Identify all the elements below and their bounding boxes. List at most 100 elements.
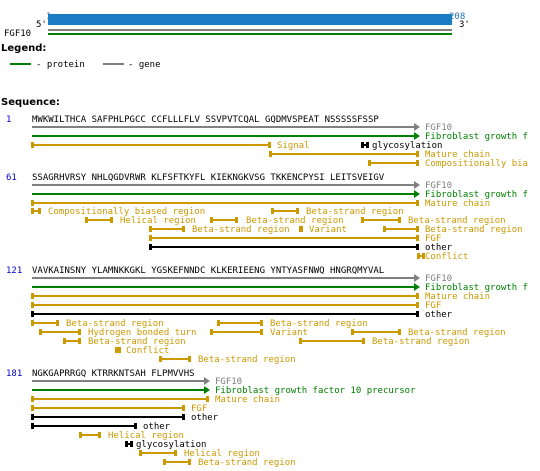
- track-feature[interactable]: Conflict: [417, 252, 468, 262]
- track-start-cap: [31, 414, 34, 420]
- track-end-cap: [398, 329, 401, 335]
- track-feature[interactable]: Beta-strand region: [217, 319, 368, 329]
- row-sequence: SSAGRHVRSY NHLQGDVRWR KLFSFTKYFL KIEKNGK…: [32, 173, 385, 183]
- track-feature[interactable]: Signal: [31, 141, 310, 151]
- track-feature[interactable]: Compositionally bia: [368, 159, 528, 169]
- track-label: Beta-strand region: [408, 328, 506, 338]
- track-end-cap: [268, 142, 271, 148]
- track-protein[interactable]: Fibroblast growth f: [32, 190, 528, 200]
- track-label: Beta-strand region: [192, 225, 290, 235]
- row-position: 61: [6, 173, 17, 183]
- track-other[interactable]: other: [31, 413, 219, 423]
- track-feature[interactable]: Helical region: [139, 449, 260, 459]
- track-protein[interactable]: Fibroblast growth f: [32, 132, 528, 142]
- track-other[interactable]: other: [31, 422, 171, 432]
- track-end-cap: [260, 329, 263, 335]
- track-end-cap: [416, 200, 419, 206]
- track-protein[interactable]: Fibroblast growth f: [32, 283, 528, 293]
- track-protein[interactable]: Fibroblast growth factor 10 precursor: [32, 386, 416, 396]
- track-end-cap: [422, 253, 425, 259]
- track-start-cap: [39, 329, 42, 335]
- track-feature[interactable]: Variant: [210, 328, 308, 338]
- track-label: Fibroblast growth factor 10 precursor: [215, 386, 416, 396]
- track-end-cap: [56, 320, 59, 326]
- track-start-cap: [210, 329, 213, 335]
- track-end-cap: [188, 356, 191, 362]
- track-start-cap: [149, 226, 152, 232]
- track-gene[interactable]: FGF10: [32, 377, 242, 387]
- track-other[interactable]: glycosylation: [361, 141, 442, 151]
- track-start-cap: [31, 311, 34, 317]
- track-feature[interactable]: Beta-strand region: [163, 458, 296, 468]
- track-label: other: [191, 413, 219, 423]
- track-label: glycosylation: [372, 141, 442, 151]
- track-feature[interactable]: FGF: [31, 404, 207, 414]
- track-label: Mature chain: [215, 395, 280, 405]
- track-label: FGF: [191, 404, 207, 414]
- track-label: other: [425, 243, 453, 253]
- track-feature[interactable]: Beta-strand region: [299, 337, 470, 347]
- track-end-cap: [416, 244, 419, 250]
- track-start-cap: [368, 160, 371, 166]
- track-end-cap: [398, 217, 401, 223]
- track-label: Compositionally biased region: [48, 207, 205, 217]
- track-start-cap: [351, 329, 354, 335]
- track-start-cap: [79, 432, 82, 438]
- track-feature[interactable]: Mature chain: [31, 292, 490, 302]
- track-feature[interactable]: Conflict: [115, 346, 169, 356]
- track-other[interactable]: other: [149, 243, 453, 253]
- track-gene[interactable]: FGF10: [32, 181, 452, 191]
- track-feature[interactable]: Beta-strand region: [383, 225, 523, 235]
- track-label: Mature chain: [425, 199, 490, 209]
- track-label: Beta-strand region: [372, 337, 470, 347]
- track-feature[interactable]: Beta-strand region: [63, 337, 186, 347]
- track-feature[interactable]: Variant: [299, 225, 347, 235]
- track-end-cap: [110, 217, 113, 223]
- track-other[interactable]: other: [31, 310, 453, 320]
- five-prime-label: 5': [36, 20, 47, 30]
- track-start-cap: [31, 208, 34, 214]
- track-end-cap: [260, 320, 263, 326]
- row-sequence: NGKGAPRRGQ KTRRKNTSAH FLPMVVHS: [32, 369, 195, 379]
- track-feature[interactable]: Hydrogen bonded turn: [39, 328, 196, 338]
- track-label: FGF: [425, 301, 441, 311]
- ruler-bar[interactable]: [48, 14, 452, 25]
- track-gene[interactable]: FGF10: [32, 274, 452, 284]
- track-feature[interactable]: Beta-strand region: [31, 319, 164, 329]
- track-gene[interactable]: FGF10: [32, 123, 452, 133]
- track-feature[interactable]: FGF: [31, 301, 441, 311]
- track-start-cap: [125, 441, 128, 447]
- track-label: FGF10: [425, 274, 452, 284]
- track-start-cap: [159, 356, 162, 362]
- track-label: other: [143, 422, 171, 432]
- legend: Legend: - protein - gene: [1, 43, 161, 70]
- track-feature[interactable]: Helical region: [79, 431, 184, 441]
- track-feature[interactable]: Beta-strand region: [361, 216, 506, 226]
- track-label: Variant: [309, 225, 347, 235]
- track-feature[interactable]: Beta-strand region: [149, 225, 290, 235]
- track-feature[interactable]: Beta-strand region: [351, 328, 506, 338]
- arrow-head-icon: [414, 283, 420, 291]
- track-label: Conflict: [126, 346, 169, 356]
- track-feature[interactable]: Beta-strand region: [210, 216, 344, 226]
- track-feature[interactable]: Compositionally biased region: [31, 207, 205, 217]
- track-feature[interactable]: FGF: [149, 234, 441, 244]
- track-feature[interactable]: Beta-strand region: [271, 207, 404, 217]
- legend-protein-label: - protein: [36, 60, 85, 70]
- track-start-cap: [63, 338, 66, 344]
- track-feature[interactable]: Mature chain: [269, 150, 490, 160]
- row-position: 181: [6, 369, 22, 379]
- track-label: FGF10: [425, 123, 452, 133]
- track-feature[interactable]: Beta-strand region: [159, 355, 296, 365]
- track-other[interactable]: glycosylation: [125, 440, 206, 450]
- sequence-title: Sequence:: [1, 97, 60, 108]
- track-start-cap: [139, 450, 142, 456]
- track-feature[interactable]: Helical region: [85, 216, 196, 226]
- track-label: Conflict: [425, 252, 468, 262]
- arrow-head-icon: [414, 181, 420, 189]
- track-feature[interactable]: Mature chain: [31, 199, 490, 209]
- track-feature[interactable]: Mature chain: [31, 395, 280, 405]
- track-end-cap: [416, 302, 419, 308]
